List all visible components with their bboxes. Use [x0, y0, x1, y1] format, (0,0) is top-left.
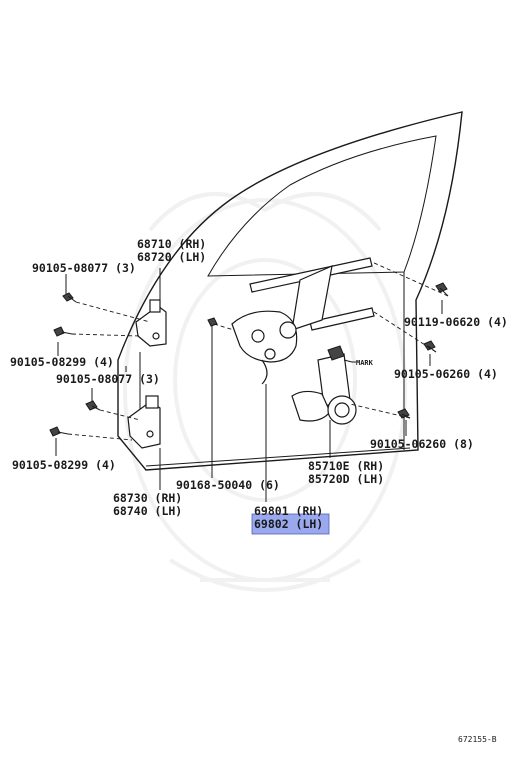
regulator-motor	[291, 345, 357, 425]
figure-id: 672155-B	[458, 735, 497, 744]
label-85710e[interactable]: 85710E (RH)	[308, 459, 384, 473]
label-90105-06260-4[interactable]: 90105-06260 (4)	[394, 367, 498, 381]
watermark	[123, 192, 407, 592]
hinge-lower	[127, 395, 161, 449]
label-68720[interactable]: 68720 (LH)	[137, 250, 206, 264]
highlight-box	[251, 513, 330, 535]
label-90105-08077-top[interactable]: 90105-08077 (3)	[32, 261, 136, 275]
label-90105-06260-8[interactable]: 90105-06260 (8)	[370, 437, 474, 451]
door-frame	[117, 111, 463, 471]
label-69801[interactable]: 69801 (RH)	[254, 504, 323, 518]
label-90105-08299-bot[interactable]: 90105-08299 (4)	[12, 458, 116, 472]
part-labels: 68710 (RH) 68720 (LH) 90105-08077 (3) 90…	[10, 237, 508, 744]
label-90168-50040[interactable]: 90168-50040 (6)	[176, 478, 280, 492]
label-68710[interactable]: 68710 (RH)	[137, 237, 206, 251]
label-69802[interactable]: 69802 (LH)	[254, 517, 323, 531]
leader-lines	[55, 268, 443, 502]
label-90119-06620[interactable]: 90119-06620 (4)	[404, 315, 508, 329]
label-mark: MARK	[356, 359, 374, 367]
label-68730[interactable]: 68730 (RH)	[113, 491, 182, 505]
label-85720d[interactable]: 85720D (LH)	[308, 472, 384, 486]
bolts	[49, 282, 449, 437]
assembly-lines	[67, 261, 449, 441]
label-68740[interactable]: 68740 (LH)	[113, 504, 182, 518]
label-90105-08077-mid[interactable]: 90105-08077 (3)	[56, 372, 160, 386]
window-regulator	[231, 257, 375, 385]
label-90105-08299-top[interactable]: 90105-08299 (4)	[10, 355, 114, 369]
